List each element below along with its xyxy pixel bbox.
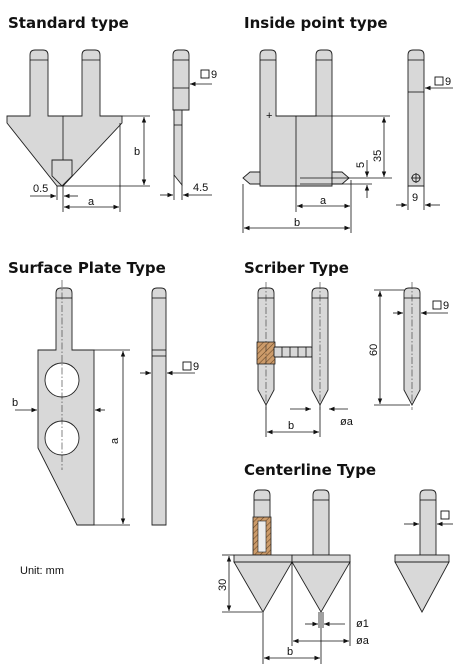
scriber-type-dimensions: b øa (265, 405, 354, 437)
inside-nine-label: 9 (412, 192, 418, 204)
square-symbol-icon (432, 300, 442, 310)
scriber-type-right-scriber (311, 282, 329, 410)
inside-point-type-side-view: 9 9 (396, 49, 453, 210)
standard-a-label: a (88, 196, 95, 208)
inside-b-label: b (294, 217, 300, 229)
surface-a-label: a (109, 437, 121, 444)
surface-plate-type-side-view: 9 (140, 287, 199, 526)
inside-point-type-front-view: + (242, 49, 350, 187)
scriber-sixty-label: 60 (368, 344, 380, 356)
centerline-thirty-label: 30 (217, 579, 229, 591)
square-symbol-icon (200, 69, 210, 79)
inside-thirtyfive-label: 35 (372, 150, 384, 162)
centerline-type-dimensions: 30 b øa ø1 (217, 554, 370, 664)
centerline-b-label: b (287, 646, 293, 658)
standard-type-front-view (6, 49, 123, 187)
standard-gap-label: 0.5 (33, 183, 48, 195)
standard-type-dimensions: b a 0.5 (30, 115, 150, 212)
standard-b-label: b (134, 146, 140, 158)
surface-plate-type-dimensions: a b (12, 349, 130, 526)
centerline-type-side-view (394, 489, 453, 613)
standard-type-side-view: 4.5 9 (160, 49, 217, 200)
inside-point-type-title: Inside point type (244, 14, 388, 32)
unit-label: Unit: mm (20, 565, 64, 577)
scriber-type-side-view: 60 9 (368, 282, 449, 410)
standard-square-label: 9 (211, 69, 217, 81)
standard-type-title: Standard type (8, 14, 129, 32)
surface-plate-type-front-view (37, 280, 95, 526)
surface-b-label: b (12, 397, 18, 409)
centerline-dia1-label: ø1 (356, 618, 369, 630)
centerline-dia-label: øa (356, 635, 370, 647)
scriber-type-left-scriber (256, 282, 276, 410)
square-symbol-icon (440, 510, 450, 520)
scriber-type-screw (273, 346, 313, 358)
inside-a-label: a (320, 195, 327, 207)
centerline-type-title: Centerline Type (244, 461, 377, 479)
square-symbol-icon (182, 361, 192, 371)
surface-square-label: 9 (193, 361, 199, 373)
square-symbol-icon (434, 76, 444, 86)
inside-five-label: 5 (355, 162, 367, 168)
scriber-b-label: b (288, 420, 294, 432)
scriber-square-label: 9 (443, 300, 449, 312)
centerline-type-right-piece (291, 489, 351, 613)
standard-depth-label: 4.5 (193, 182, 208, 194)
inside-point-type-dimensions: b a 35 5 (242, 115, 392, 233)
surface-plate-type-title: Surface Plate Type (8, 259, 166, 277)
scriber-dia-label: øa (340, 416, 354, 428)
center-mark-icon: + (266, 110, 272, 122)
inside-square-label: 9 (445, 76, 451, 88)
scriber-type-title: Scriber Type (244, 259, 349, 277)
centerline-type-left-piece (233, 489, 293, 613)
